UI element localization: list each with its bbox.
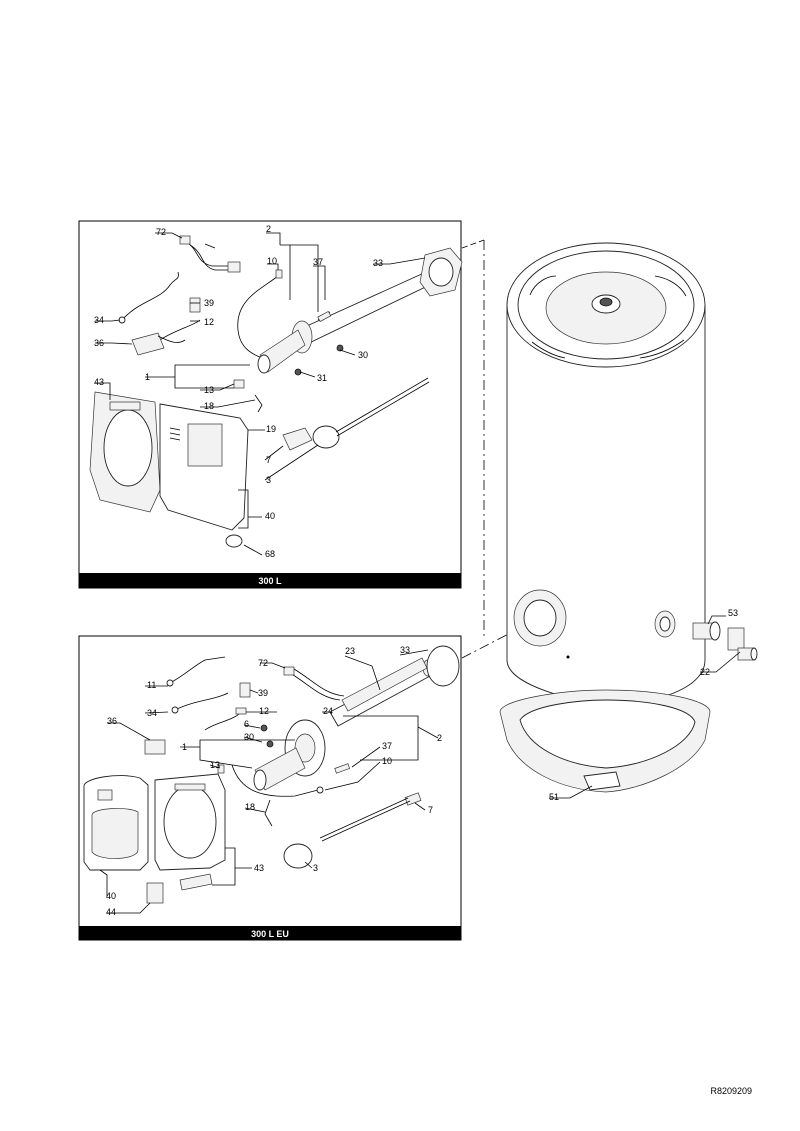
label-1-eu: 1 [182, 742, 187, 752]
label-53: 53 [728, 608, 738, 618]
label-12-eu: 12 [259, 706, 269, 716]
label-37: 37 [313, 257, 323, 267]
label-34-eu: 34 [147, 708, 157, 718]
label-40-eu: 40 [106, 891, 116, 901]
label-33-eu: 33 [400, 645, 410, 655]
label-22: 22 [700, 667, 710, 677]
label-33: 33 [373, 258, 383, 268]
label-6: 6 [244, 719, 249, 729]
panel-300l-eu-title-band [79, 926, 461, 940]
label-36: 36 [94, 338, 104, 348]
panel-300l-eu-title: 300 L EU [251, 929, 289, 939]
panel-300l: 300 L [78, 220, 463, 589]
panel-300l-title: 300 L [258, 576, 282, 586]
label-72: 72 [156, 227, 166, 237]
reference-code: R8209209 [710, 1086, 752, 1096]
label-3-eu: 3 [313, 863, 318, 873]
label-10-eu: 10 [382, 756, 392, 766]
label-2-eu: 2 [437, 733, 442, 743]
label-37-eu: 37 [382, 741, 392, 751]
label-34: 34 [94, 315, 104, 325]
label-30: 30 [358, 350, 368, 360]
panel-300l-eu: 300 L EU [78, 635, 462, 941]
label-39-eu: 39 [258, 688, 268, 698]
label-19: 19 [266, 424, 276, 434]
label-39: 39 [204, 298, 214, 308]
label-68: 68 [265, 549, 275, 559]
label-36-eu: 36 [107, 716, 117, 726]
label-18: 18 [204, 401, 214, 411]
label-24: 24 [323, 706, 333, 716]
label-44: 44 [106, 907, 116, 917]
label-43-eu: 43 [254, 863, 264, 873]
label-11: 11 [147, 680, 156, 690]
label-72-eu: 72 [258, 658, 268, 668]
label-43: 43 [94, 377, 104, 387]
label-31: 31 [317, 373, 327, 383]
label-1: 1 [145, 372, 150, 382]
label-3: 3 [266, 475, 271, 485]
label-13: 13 [204, 385, 214, 395]
label-40: 40 [265, 511, 275, 521]
label-7: 7 [266, 455, 271, 465]
label-23: 23 [345, 646, 355, 656]
label-7-eu: 7 [428, 805, 433, 815]
label-30-eu: 30 [244, 732, 254, 742]
label-13-eu: 13 [210, 760, 220, 770]
label-2: 2 [266, 224, 271, 234]
label-12: 12 [204, 317, 214, 327]
label-51: 51 [549, 792, 559, 802]
water-heater-tank: 53 22 51 [461, 239, 758, 802]
label-10: 10 [267, 256, 277, 266]
panel-300l-title-band [79, 573, 461, 588]
label-18-eu: 18 [245, 802, 255, 812]
